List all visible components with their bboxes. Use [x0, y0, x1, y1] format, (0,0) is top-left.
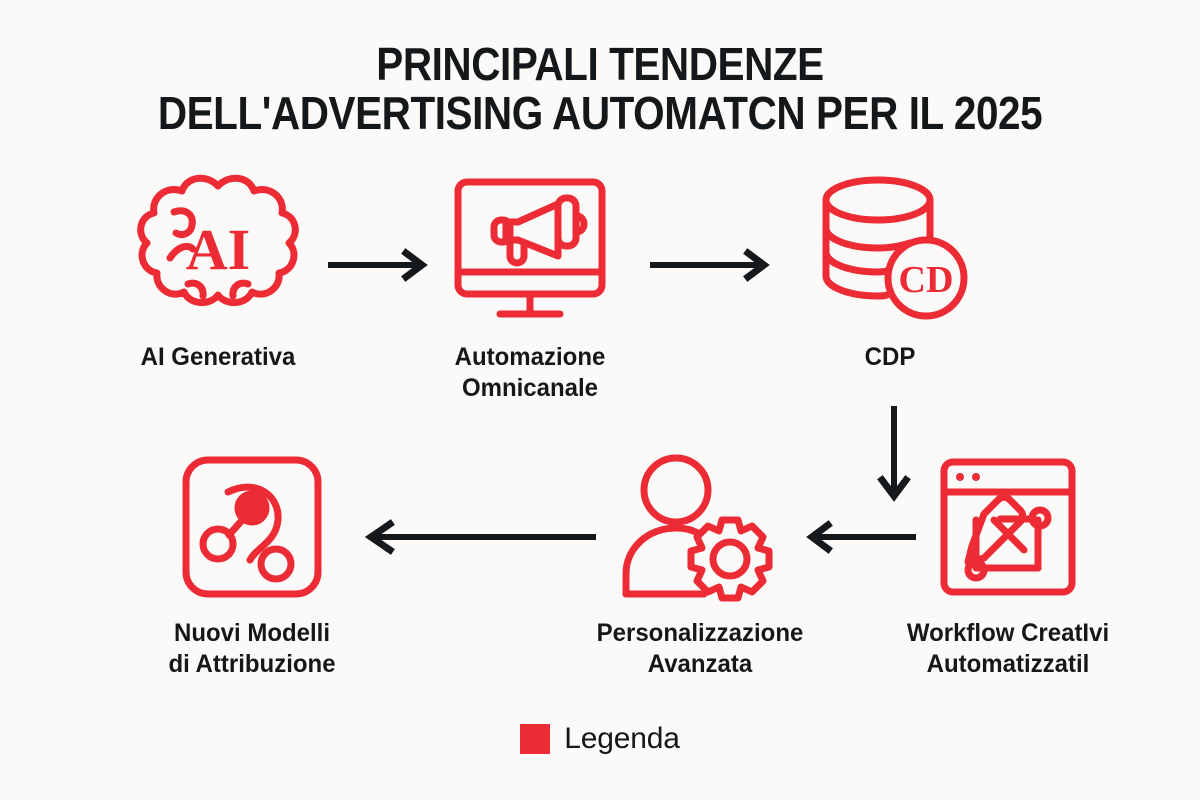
- attribution-nodes-icon: [122, 448, 382, 608]
- arrow-automazione-to-cdp: [650, 248, 770, 282]
- step-workflow-creativi[interactable]: Workflow CreatIvi Automatizzatil: [878, 448, 1138, 681]
- arrow-workflow-to-personalizzazione: [806, 520, 916, 554]
- monitor-megaphone-icon: [400, 172, 660, 332]
- legend-swatch: [520, 724, 551, 754]
- legend: Legenda: [0, 722, 1200, 756]
- user-gear-icon: [570, 448, 830, 608]
- step-label-ai-generativa: AI Generativa: [140, 343, 296, 371]
- step-label-workflow-creativi: Workflow CreatIvi Automatizzatil: [906, 619, 1110, 679]
- step-cdp[interactable]: CD CDP: [760, 172, 1020, 373]
- legend-label: Legenda: [564, 722, 680, 755]
- arrow-personalizzazione-to-attribuzione: [364, 519, 596, 555]
- arrow-cdp-to-workflow: [877, 406, 911, 502]
- step-personalizzazione-avanzata[interactable]: Personalizzazione Avanzata: [570, 448, 830, 681]
- page-title: PRINCIPALI TENDENZE DELL'ADVERTISING AUT…: [0, 40, 1200, 138]
- brain-icon-text: AI: [186, 217, 250, 282]
- step-label-personalizzazione-avanzata: Personalizzazione Avanzata: [596, 619, 804, 679]
- database-cdp-icon: CD: [760, 172, 1020, 332]
- title-line-1: PRINCIPALI TENDENZE: [376, 38, 824, 90]
- database-icon-text: CD: [899, 259, 954, 301]
- title-line-2: DELL'ADVERTISING AUTOMATCN PER IL 2025: [157, 86, 1043, 139]
- browser-pen-tool-icon: [878, 448, 1138, 608]
- flow-diagram: AI AI Generativa A: [0, 172, 1200, 712]
- step-label-automazione-omnicanale: Automazione Omnicanale: [454, 343, 606, 403]
- brain-ai-icon: AI: [88, 172, 348, 332]
- step-label-nuovi-modelli-attribuzione: Nuovi Modelli di Attribuzione: [168, 619, 336, 679]
- step-automazione-omnicanale[interactable]: Automazione Omnicanale: [400, 172, 660, 405]
- step-label-cdp: CDP: [864, 343, 916, 371]
- arrow-ai-to-automazione: [328, 248, 428, 282]
- step-ai-generativa[interactable]: AI AI Generativa: [88, 172, 348, 373]
- step-nuovi-modelli-attribuzione[interactable]: Nuovi Modelli di Attribuzione: [122, 448, 382, 681]
